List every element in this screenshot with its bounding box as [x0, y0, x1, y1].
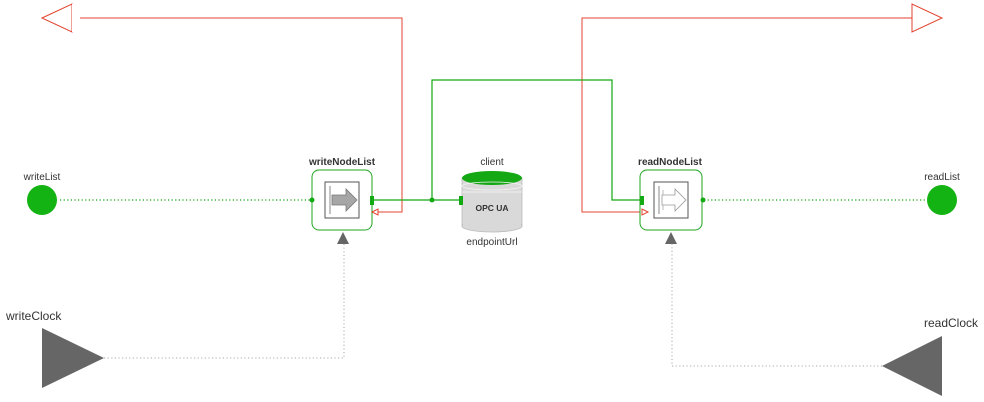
- client-wire-read[interactable]: [431, 79, 640, 201]
- write-output-wire[interactable]: [80, 17, 403, 213]
- client-block[interactable]: client OPC UA endpointUrl: [459, 157, 523, 248]
- read-output-triangle-icon[interactable]: [911, 3, 944, 33]
- client-db-text: OPC UA: [475, 203, 508, 213]
- write-clock-triangle-icon[interactable]: [42, 328, 104, 388]
- arrow-right-icon: [658, 186, 687, 214]
- write-clock-source[interactable]: writeClock: [5, 309, 104, 388]
- client-port[interactable]: [459, 196, 463, 205]
- write-list-label: writeList: [23, 172, 61, 183]
- wire-junction: [429, 197, 435, 203]
- read-node-list-out-data-port[interactable]: [700, 197, 706, 203]
- read-clock-source[interactable]: readClock: [882, 316, 979, 396]
- write-node-list-in-port[interactable]: [309, 197, 315, 203]
- read-node-list-block[interactable]: readNodeList: [638, 157, 706, 244]
- read-list-dot[interactable]: [927, 185, 957, 215]
- write-clock-label: writeClock: [5, 309, 62, 323]
- read-clock-link[interactable]: [671, 244, 882, 367]
- write-list-connector[interactable]: writeList: [23, 172, 61, 215]
- read-node-list-label: readNodeList: [638, 157, 703, 168]
- read-node-list-clock-port[interactable]: [665, 232, 677, 244]
- database-icon[interactable]: [461, 171, 523, 233]
- read-clock-triangle-icon[interactable]: [882, 336, 942, 396]
- red-wires: [80, 17, 912, 213]
- read-list-connector[interactable]: readList: [924, 172, 960, 215]
- read-node-list-client-port[interactable]: [640, 196, 644, 205]
- read-clock-label: readClock: [924, 316, 979, 330]
- write-node-list-block[interactable]: writeNodeList: [308, 157, 379, 244]
- read-output-wire[interactable]: [581, 17, 912, 213]
- arrow-right-icon: [329, 186, 358, 214]
- write-node-list-out-port[interactable]: [370, 208, 379, 216]
- read-node-list-out-port[interactable]: [641, 208, 650, 216]
- write-node-list-client-port[interactable]: [370, 196, 374, 205]
- green-wires: [374, 79, 640, 203]
- write-node-list-label: writeNodeList: [308, 157, 376, 168]
- write-output-triangle-icon[interactable]: [40, 3, 73, 33]
- write-list-dot[interactable]: [27, 185, 57, 215]
- client-endpoint-label: endpointUrl: [466, 237, 517, 248]
- write-clock-link[interactable]: [104, 244, 345, 359]
- client-label: client: [480, 157, 504, 168]
- read-list-label: readList: [924, 172, 960, 183]
- write-node-list-clock-port[interactable]: [337, 232, 349, 244]
